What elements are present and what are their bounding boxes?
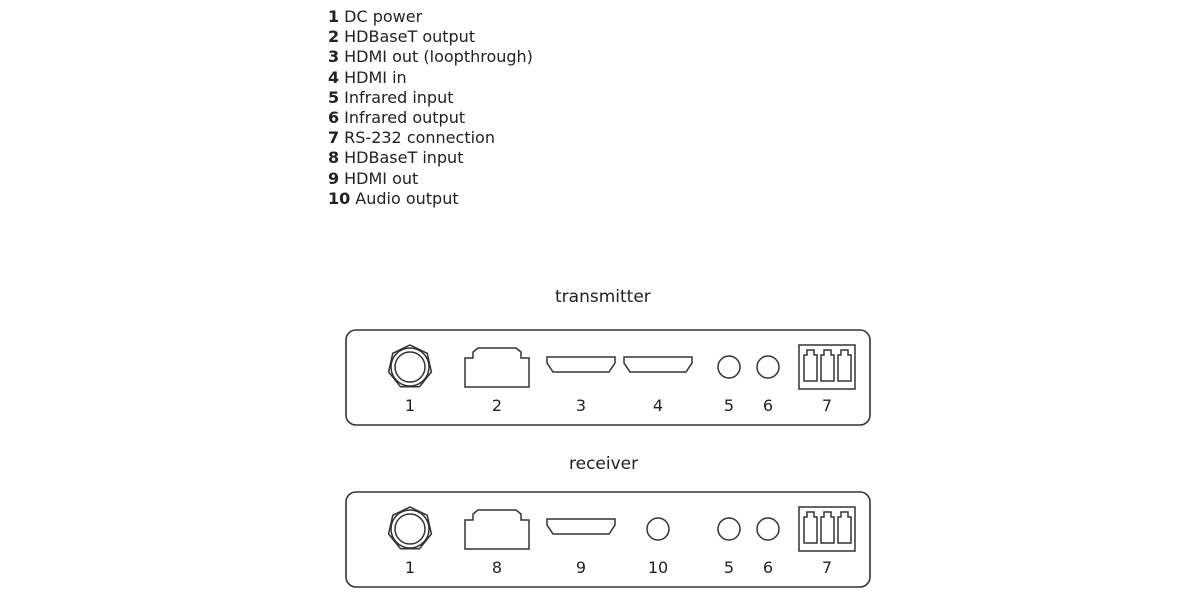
port-rj45-icon (464, 347, 530, 388)
port-number-label: 6 (763, 558, 773, 577)
port-dc-icon (387, 506, 433, 550)
port-terminal-icon (798, 506, 856, 552)
transmitter-panel-outline (345, 329, 871, 426)
legend-number: 3 (328, 47, 340, 67)
port-number-label: 7 (822, 558, 832, 577)
legend-number: 5 (328, 87, 340, 107)
port-hdmi-icon (546, 518, 616, 535)
port-number-label: 7 (822, 396, 832, 415)
port-number-label: 5 (724, 558, 734, 577)
legend-number: 8 (328, 148, 340, 168)
legend-label: HDBaseT input (344, 148, 464, 168)
legend-number: 4 (328, 67, 340, 87)
legend-label: HDMI out (loopthrough) (344, 47, 533, 67)
legend-number: 1 (328, 7, 340, 26)
port-number-label: 9 (576, 558, 586, 577)
legend-label: HDMI in (344, 67, 407, 87)
legend-label: Audio output (355, 188, 459, 208)
legend-label: RS-232 connection (344, 128, 495, 148)
legend-number: 10 (328, 188, 351, 208)
port-number-label: 3 (576, 396, 586, 415)
port-jack-icon (756, 517, 780, 541)
legend-label: DC power (344, 7, 423, 26)
port-rj45-icon (464, 509, 530, 550)
transmitter-title: transmitter (555, 287, 651, 307)
port-jack-icon (756, 355, 780, 379)
port-number-label: 5 (724, 396, 734, 415)
port-hdmi-icon (546, 356, 616, 373)
port-jack-icon (717, 355, 741, 379)
legend-label: Infrared output (344, 108, 466, 128)
port-number-label: 1 (405, 558, 415, 577)
legend-label: Infrared input (344, 87, 454, 107)
legend-label: HDBaseT output (344, 27, 476, 47)
receiver-panel: 1 8 9 10 5 6 7 (345, 491, 871, 588)
port-number-label: 6 (763, 396, 773, 415)
port-hdmi-icon (623, 356, 693, 373)
legend-number: 6 (328, 108, 340, 128)
receiver-panel-outline (345, 491, 871, 588)
legend-number: 2 (328, 27, 340, 47)
receiver-title: receiver (569, 454, 639, 474)
port-terminal-icon (798, 344, 856, 390)
port-number-label: 2 (492, 396, 502, 415)
legend-number: 9 (328, 168, 340, 188)
port-number-label: 4 (653, 396, 663, 415)
port-number-label: 10 (648, 558, 668, 577)
legend-label: HDMI out (344, 168, 419, 188)
port-jack-icon (646, 517, 670, 541)
port-number-label: 1 (405, 396, 415, 415)
port-jack-icon (717, 517, 741, 541)
transmitter-panel: 1 2 3 4 5 6 7 (345, 329, 871, 426)
port-number-label: 8 (492, 558, 502, 577)
legend-number: 7 (328, 128, 340, 148)
port-dc-icon (387, 344, 433, 388)
